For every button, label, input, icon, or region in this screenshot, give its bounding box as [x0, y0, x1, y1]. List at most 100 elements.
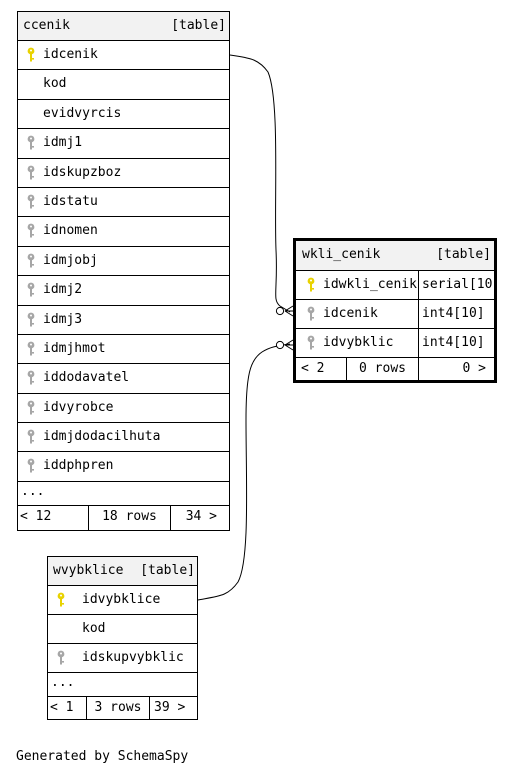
relationship-endpoint-circle [275, 340, 285, 350]
column-row[interactable]: idskupvybklic [48, 644, 197, 673]
foreign-key-icon [307, 335, 315, 350]
foreign-key-icon [27, 194, 35, 209]
relationship-endpoint-circle [275, 306, 285, 316]
column-type: serial[10] [418, 271, 494, 299]
table-type: [table] [140, 563, 195, 578]
table-name: wkli_cenik [302, 247, 381, 262]
column-name: iddphpren [43, 458, 114, 474]
more-columns: ... [48, 673, 197, 697]
column-type: int4[10] [418, 329, 494, 357]
column-name: idvyrobce [43, 399, 114, 415]
table-type: [table] [436, 247, 491, 262]
more-columns: ... [18, 482, 229, 506]
column-name: idvybklice [82, 592, 161, 607]
table-header[interactable]: wvybklice [table] [48, 557, 197, 586]
children-link[interactable]: 0 > [418, 358, 494, 380]
table-wvybklice[interactable]: wvybklice [table] idvybklice kod idskupvyb… [47, 556, 198, 720]
column-row[interactable]: idmj1 [18, 129, 229, 159]
column-list: idvybklice kod idskupvybklic [48, 586, 197, 673]
parents-link[interactable]: < 2 [301, 361, 325, 376]
column-row[interactable]: kod [18, 70, 229, 100]
column-name: idvybklic [323, 335, 394, 350]
column-name: iddodavatel [43, 370, 130, 386]
column-row[interactable]: idvybklic int4[10] [296, 329, 494, 358]
table-header[interactable]: ccenik [table] [18, 12, 229, 41]
foreign-key-icon [27, 429, 35, 444]
row-count: 3 rows [86, 697, 149, 719]
column-name: idcenik [43, 47, 98, 62]
column-name: idmj2 [43, 282, 83, 298]
relationship-wvybklice-wkli-cenik [197, 343, 291, 601]
column-name: evidvyrcis [43, 105, 122, 121]
relationship-ccenik-wkli-cenik [229, 54, 291, 313]
foreign-key-icon [27, 370, 35, 385]
table-ccenik[interactable]: ccenik [table] idcenik kod evidvyrcis idmj1… [17, 11, 230, 531]
table-footer: < 12 18 rows 34 > [18, 505, 229, 530]
column-name: idmjhmot [43, 340, 106, 356]
table-header[interactable]: wkli_cenik [table] [296, 241, 494, 271]
relationship-crowfoot [284, 339, 294, 351]
foreign-key-icon [27, 223, 35, 238]
foreign-key-icon [27, 282, 35, 297]
foreign-key-icon [27, 400, 35, 415]
column-name: idmj1 [43, 135, 83, 151]
foreign-key-icon [27, 135, 35, 150]
column-name: idnomen [43, 223, 98, 239]
column-row[interactable]: idmj3 [18, 306, 229, 335]
column-name: kod [82, 621, 106, 636]
column-row[interactable]: idcenik [18, 41, 229, 71]
foreign-key-icon [307, 306, 315, 321]
children-link[interactable]: 39 > [149, 697, 197, 719]
column-row[interactable]: iddphpren [18, 452, 229, 482]
table-footer: < 2 0 rows 0 > [296, 358, 494, 380]
foreign-key-icon [27, 253, 35, 268]
foreign-key-icon [27, 312, 35, 327]
column-name: idstatu [43, 193, 98, 209]
column-row[interactable]: kod [48, 615, 197, 644]
column-row[interactable]: idmj2 [18, 276, 229, 306]
column-name: kod [43, 76, 67, 92]
column-row[interactable]: idvyrobce [18, 394, 229, 424]
parents-link[interactable]: < 12 [20, 508, 52, 524]
parents-link[interactable]: < 1 [50, 700, 74, 715]
primary-key-icon [27, 47, 35, 62]
column-row[interactable]: idstatu [18, 188, 229, 218]
foreign-key-icon [27, 165, 35, 180]
column-row[interactable]: idmjhmot [18, 335, 229, 365]
foreign-key-icon [27, 459, 35, 473]
column-name: idmj3 [43, 311, 83, 327]
table-name: ccenik [23, 18, 70, 33]
column-list: idcenik kod evidvyrcis idmj1 idskupzboz idsta… [18, 41, 229, 482]
column-type: int4[10] [418, 300, 494, 328]
children-link[interactable]: 34 > [170, 505, 229, 530]
table-type: [table] [171, 18, 226, 33]
column-name: idskupzboz [43, 164, 122, 180]
column-name: idmjobj [43, 252, 98, 268]
primary-key-icon [307, 277, 315, 292]
generated-by-credit: Generated by SchemaSpy [16, 749, 189, 764]
row-count: 0 rows [346, 358, 418, 380]
column-row[interactable]: idskupzboz [18, 159, 229, 188]
column-name: idcenik [323, 306, 378, 321]
column-row[interactable]: idmjobj [18, 247, 229, 277]
foreign-key-icon [57, 650, 65, 665]
column-name: idskupvybklic [82, 650, 184, 665]
column-row[interactable]: idnomen [18, 217, 229, 247]
table-footer: < 1 3 rows 39 > [48, 697, 197, 719]
primary-key-icon [57, 592, 65, 607]
column-row[interactable]: idcenik int4[10] [296, 300, 494, 329]
column-row[interactable]: evidvyrcis [18, 100, 229, 130]
column-name: idmjdodacilhuta [43, 429, 161, 445]
column-row[interactable]: idvybklice [48, 586, 197, 615]
table-name: wvybklice [53, 563, 124, 578]
column-row[interactable]: iddodavatel [18, 364, 229, 394]
row-count: 18 rows [88, 505, 170, 530]
column-name: idwkli_cenik [323, 277, 417, 292]
column-row[interactable]: idmjdodacilhuta [18, 423, 229, 453]
foreign-key-icon [27, 341, 35, 356]
relationship-crowfoot [284, 305, 294, 317]
